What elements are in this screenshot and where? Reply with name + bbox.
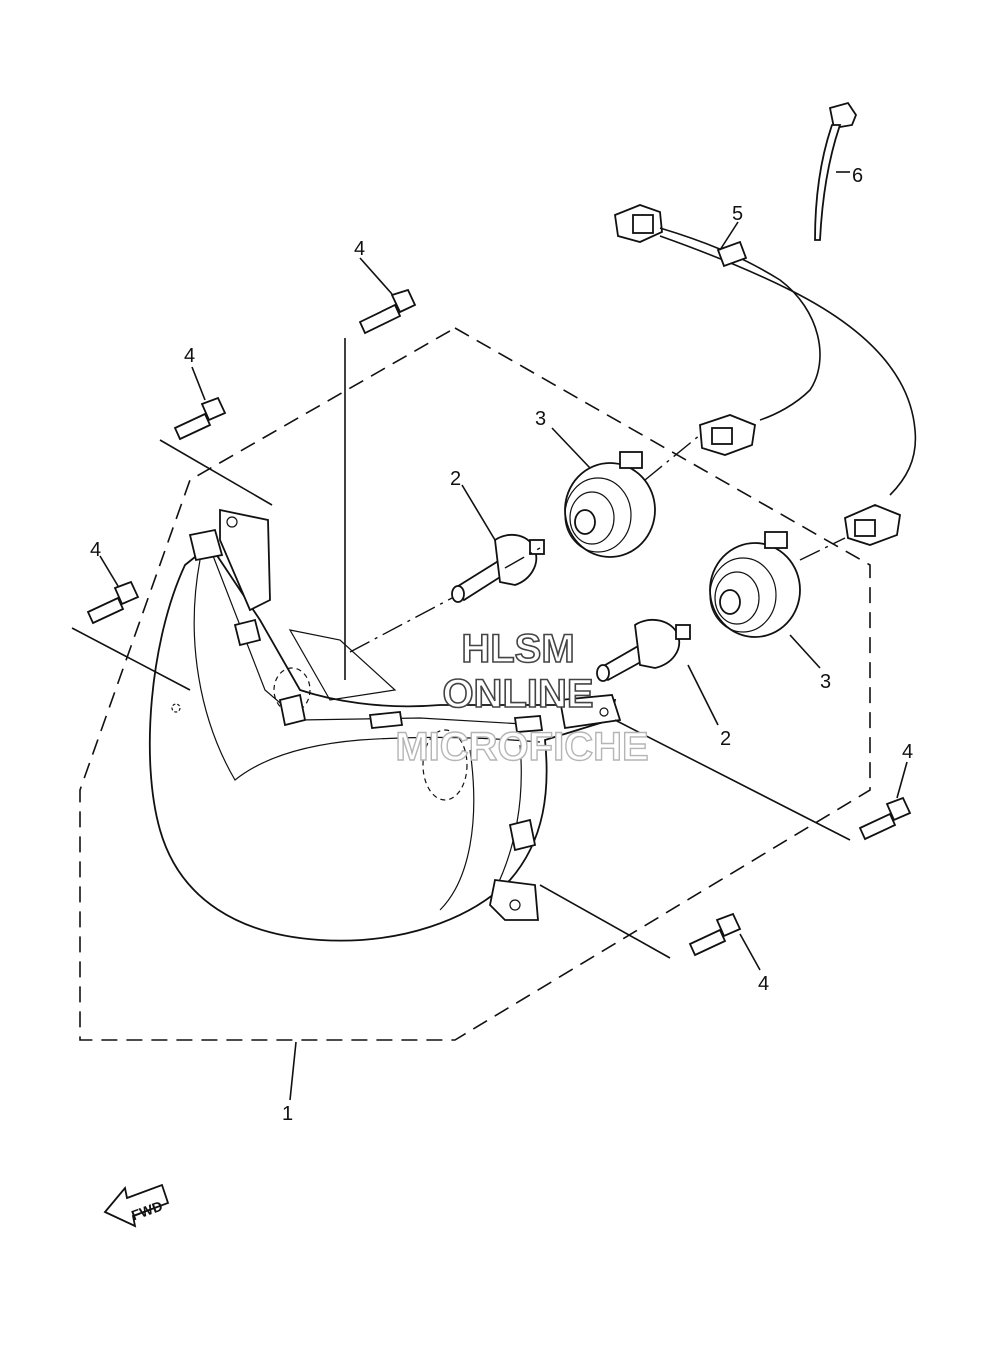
bolt-right [858, 796, 912, 841]
callout-2-lower-bulb: 2 [720, 728, 731, 750]
watermark-line-1: HLSM [461, 627, 574, 671]
bolt-bottom [688, 912, 742, 957]
bulb-lower [596, 618, 691, 682]
headlight-housing [148, 508, 622, 942]
callout-4-bottom-bolt: 4 [758, 973, 769, 995]
bulb-socket-lower [709, 531, 801, 638]
callout-5: 5 [732, 203, 743, 225]
watermark-line-3: MICROFICHE [395, 725, 648, 769]
callout-4-mid-left-bolt: 4 [90, 539, 101, 561]
cable-tie [814, 101, 858, 241]
bolt-mid-left [86, 580, 140, 625]
bulb-upper [451, 533, 545, 603]
callout-1: 1 [282, 1103, 293, 1125]
callout-4-right-bolt: 4 [902, 741, 913, 763]
fwd-arrow: FWD [103, 1183, 170, 1228]
watermark: HLSM ONLINE MICROFICHE [395, 626, 650, 770]
bolt-top-center [358, 288, 417, 335]
wire-harness [614, 204, 917, 546]
callout-4-upper-left-bolt: 4 [184, 345, 195, 367]
callout-3-lower-socket: 3 [820, 671, 831, 693]
assembly-boundary [79, 327, 871, 1041]
callout-3-upper-socket: 3 [535, 408, 546, 430]
callout-6: 6 [852, 165, 863, 187]
watermark-line-2: ONLINE [442, 672, 593, 716]
bolt-upper-left [173, 396, 227, 441]
callout-2-upper-bulb: 2 [450, 468, 461, 490]
callout-4-top-bolt: 4 [354, 238, 365, 260]
bulb-socket-upper [564, 451, 656, 558]
assembly-guide-lines [71, 338, 851, 959]
leader-lines [99, 171, 908, 1101]
